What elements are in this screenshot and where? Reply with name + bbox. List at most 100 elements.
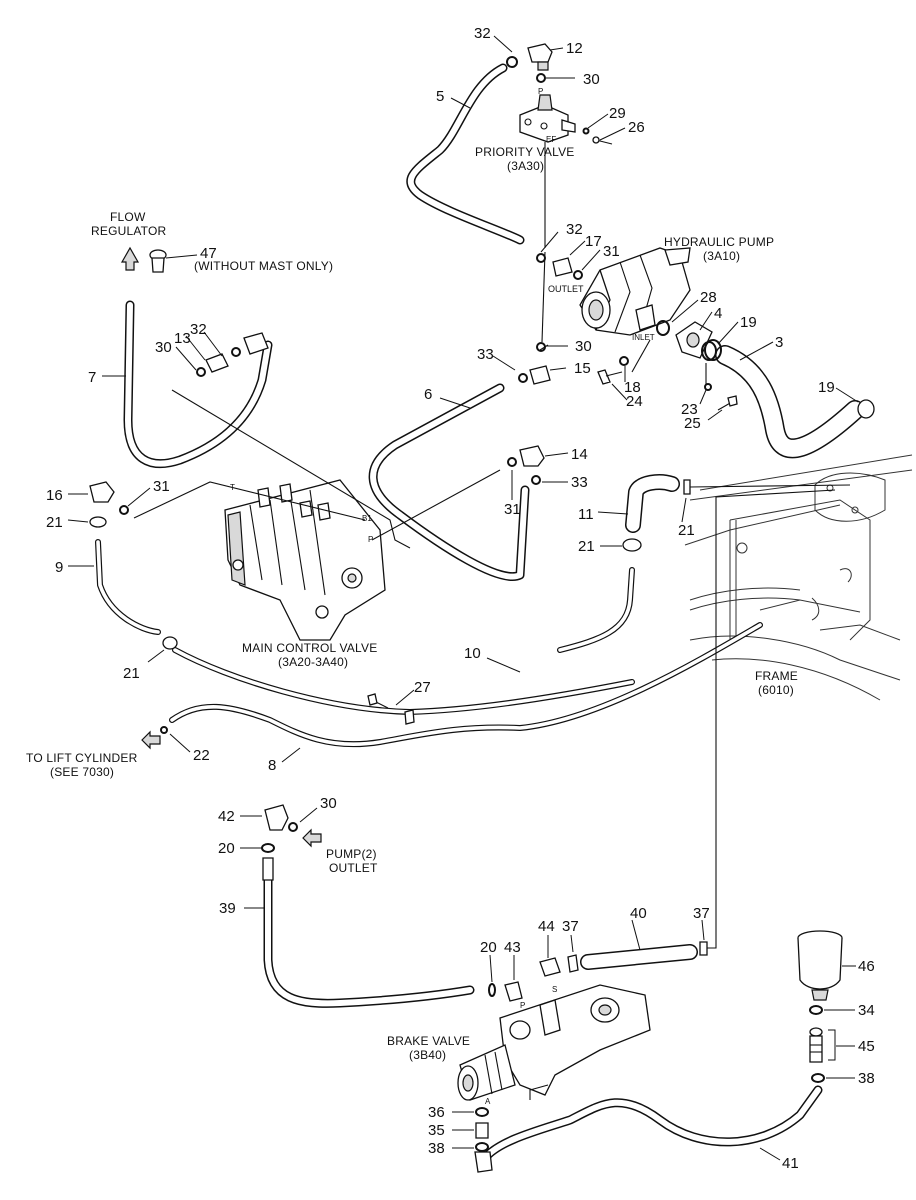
fitting-45 bbox=[809, 1027, 836, 1083]
callout-31b: 31 bbox=[504, 501, 521, 518]
callout-29: 29 bbox=[609, 105, 626, 122]
frame-label: FRAME bbox=[755, 669, 798, 683]
callout-44: 44 bbox=[538, 918, 555, 935]
arrow-left-icon bbox=[141, 730, 161, 750]
arrow-up-icon bbox=[120, 246, 140, 271]
main-control-valve-code: (3A20-3A40) bbox=[278, 655, 348, 669]
callout-16: 16 bbox=[46, 487, 63, 504]
callout-33b: 33 bbox=[571, 474, 588, 491]
callout-31c: 31 bbox=[153, 478, 170, 495]
callout-30b: 30 bbox=[575, 338, 592, 355]
callout-21b: 21 bbox=[678, 522, 695, 539]
brake-valve-code: (3B40) bbox=[409, 1048, 446, 1062]
captions: PRIORITY VALVE (3A30) HYDRAULIC PUMP (3A… bbox=[26, 145, 798, 1062]
callout-numbers: 32 12 30 5 29 26 32 17 31 30 33 15 18 24… bbox=[46, 25, 875, 1172]
callout-18: 18 bbox=[624, 379, 641, 396]
callout-41: 41 bbox=[782, 1155, 799, 1172]
callout-43: 43 bbox=[504, 939, 521, 956]
callout-5: 5 bbox=[436, 88, 444, 105]
callout-11: 11 bbox=[578, 506, 594, 523]
callout-38b: 38 bbox=[428, 1140, 445, 1157]
callout-8: 8 bbox=[268, 757, 276, 774]
callout-26: 26 bbox=[628, 119, 645, 136]
arrow-left-icon bbox=[302, 828, 322, 848]
hydraulic-pump-code: (3A10) bbox=[703, 249, 740, 263]
small-fittings bbox=[89, 127, 875, 1173]
callout-9: 9 bbox=[55, 559, 63, 576]
hose-39 bbox=[263, 875, 475, 1008]
frame-structure bbox=[684, 454, 913, 701]
port-a-brake: A bbox=[485, 1097, 491, 1106]
callout-39: 39 bbox=[219, 900, 236, 917]
port-p-mcv: P bbox=[368, 535, 373, 544]
callout-32b: 32 bbox=[566, 221, 583, 238]
leader-lines bbox=[67, 35, 859, 1161]
callout-19b: 19 bbox=[818, 379, 835, 396]
priority-valve-label: PRIORITY VALVE bbox=[475, 145, 575, 159]
callout-13: 13 bbox=[174, 330, 191, 347]
callout-21a: 21 bbox=[46, 514, 63, 531]
outlet-label: OUTLET bbox=[548, 284, 584, 294]
callout-7: 7 bbox=[88, 369, 96, 386]
callout-22: 22 bbox=[193, 747, 210, 764]
callout-20b: 20 bbox=[480, 939, 497, 956]
see-7030-label: (SEE 7030) bbox=[50, 765, 114, 779]
callout-46: 46 bbox=[858, 958, 875, 975]
callout-24: 24 bbox=[626, 393, 643, 410]
flow-regulator-label-2: REGULATOR bbox=[91, 224, 167, 238]
callout-28: 28 bbox=[700, 289, 717, 306]
callout-17: 17 bbox=[585, 233, 602, 250]
callout-38a: 38 bbox=[858, 1070, 875, 1087]
callout-20a: 20 bbox=[218, 840, 235, 857]
callout-31a: 31 bbox=[603, 243, 620, 260]
callout-21d: 21 bbox=[123, 665, 140, 682]
hoses-and-tubes bbox=[95, 63, 865, 1163]
callout-12: 12 bbox=[566, 40, 583, 57]
callout-34: 34 bbox=[858, 1002, 875, 1019]
flow-regulator-label-1: FLOW bbox=[110, 210, 146, 224]
priority-valve bbox=[519, 94, 576, 343]
inlet-label: INLET bbox=[632, 333, 655, 342]
callout-3: 3 bbox=[775, 334, 783, 351]
callout-4: 4 bbox=[714, 305, 722, 322]
callout-35: 35 bbox=[428, 1122, 445, 1139]
callout-10: 10 bbox=[464, 645, 481, 662]
hose-41 bbox=[480, 1085, 823, 1163]
without-mast-label: (WITHOUT MAST ONLY) bbox=[194, 259, 333, 273]
callout-15: 15 bbox=[574, 360, 591, 377]
pump2-label: PUMP(2) bbox=[326, 847, 377, 861]
to-lift-cylinder-label: TO LIFT CYLINDER bbox=[26, 751, 138, 765]
port-b1: B1 bbox=[362, 514, 372, 523]
callout-30c: 30 bbox=[155, 339, 172, 356]
callout-30a: 30 bbox=[583, 71, 600, 88]
callout-47: 47 bbox=[200, 245, 217, 262]
callout-27: 27 bbox=[414, 679, 431, 696]
hydraulic-pump bbox=[579, 247, 691, 336]
callout-42: 42 bbox=[218, 808, 235, 825]
port-p-priority: P bbox=[538, 87, 543, 96]
callout-14: 14 bbox=[571, 446, 588, 463]
hydraulic-pump-label: HYDRAULIC PUMP bbox=[664, 235, 774, 249]
callout-19a: 19 bbox=[740, 314, 757, 331]
callout-40: 40 bbox=[630, 905, 647, 922]
reservoir-46 bbox=[797, 930, 843, 1015]
port-s-brake: S bbox=[552, 985, 557, 994]
suction-flange bbox=[656, 320, 722, 361]
callout-21c: 21 bbox=[578, 538, 595, 555]
callout-6: 6 bbox=[424, 386, 432, 403]
brake-valve-label: BRAKE VALVE bbox=[387, 1034, 470, 1048]
callout-23: 23 bbox=[681, 401, 698, 418]
callout-33a: 33 bbox=[477, 346, 494, 363]
callout-32c: 32 bbox=[190, 321, 207, 338]
port-ef: EF bbox=[546, 135, 556, 144]
priority-valve-code: (3A30) bbox=[507, 159, 544, 173]
frame-code: (6010) bbox=[758, 683, 794, 697]
elbow-fitting-12 bbox=[506, 43, 553, 83]
brake-valve bbox=[457, 984, 651, 1101]
callout-32a: 32 bbox=[474, 25, 491, 42]
callout-30d: 30 bbox=[320, 795, 337, 812]
main-control-valve bbox=[224, 479, 386, 641]
callout-25: 25 bbox=[684, 415, 701, 432]
callout-45: 45 bbox=[858, 1038, 875, 1055]
